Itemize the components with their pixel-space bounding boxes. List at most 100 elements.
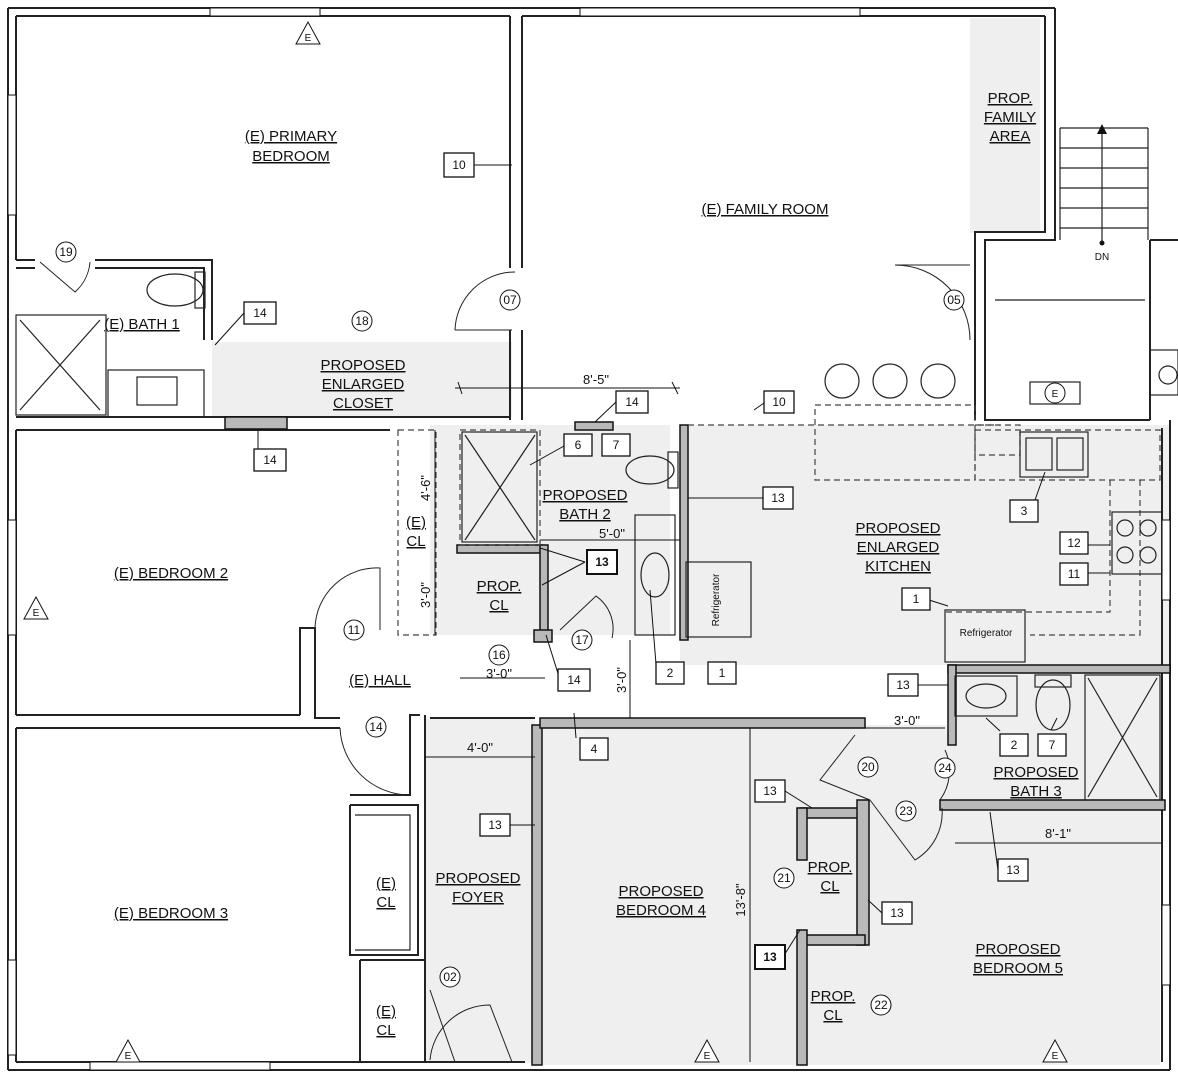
tag-12: 12 (1059, 531, 1089, 555)
room-bath2-2: BATH 2 (559, 506, 610, 523)
dim-5-0: 5'-0" (599, 526, 625, 541)
door-07: 07 (499, 289, 521, 311)
room-family-room: (E) FAMILY ROOM (702, 201, 829, 218)
room-bed4-cl-1: PROP. (808, 859, 853, 876)
tag-14-bath1: 14 (243, 301, 277, 325)
room-prop-cl-1: PROP. (477, 578, 522, 595)
room-bath1: (E) BATH 1 (104, 316, 180, 333)
room-bedroom5-1: PROPOSED (975, 941, 1060, 958)
dim-3-0-a: 3'-0" (418, 582, 433, 608)
dim-3-0-d: 3'-0" (894, 713, 920, 728)
room-foyer-closet1-1: (E) (376, 875, 396, 892)
room-bedroom3: (E) BEDROOM 3 (114, 905, 228, 922)
room-prop-cl-2: CL (489, 597, 508, 614)
tag-4: 4 (579, 737, 609, 761)
svg-text:05: 05 (947, 293, 961, 307)
tag-13-bold-bed4: 13 (754, 944, 786, 970)
tag-2-bath3: 2 (999, 733, 1029, 757)
tag-13-closet-top: 13 (754, 779, 786, 803)
svg-text:14: 14 (567, 673, 581, 687)
door-22: 22 (870, 994, 892, 1016)
tag-13-bed5-wall: 13 (997, 858, 1029, 882)
room-bath2-1: PROPOSED (542, 487, 627, 504)
svg-text:E: E (305, 33, 312, 44)
svg-text:13: 13 (763, 784, 777, 798)
room-kitchen-1: PROPOSED (855, 520, 940, 537)
dashed-lines (397, 404, 1161, 636)
elevation-markers: E E E E E E (23, 20, 1068, 1063)
room-foyer-closet2-1: (E) (376, 1003, 396, 1020)
door-18: 18 (351, 310, 373, 332)
svg-text:6: 6 (575, 438, 582, 452)
svg-text:18: 18 (355, 314, 369, 328)
refrigerator-horizontal-label: Refrigerator (960, 628, 1013, 639)
tag-boxes: 10 14 14 14 10 6 7 13 3 12 11 1 13 2 1 1… (243, 152, 1089, 970)
room-bedroom4-1: PROPOSED (618, 883, 703, 900)
tag-10-family-wall: 10 (443, 152, 475, 178)
elevation-marker-bed3: E (115, 1038, 141, 1063)
dim-8-1: 8'-1" (1045, 826, 1071, 841)
svg-text:11: 11 (1068, 567, 1081, 581)
room-hall-closet-1: (E) (406, 514, 426, 531)
proposed-walls (224, 416, 1171, 1066)
tag-10-kitchen: 10 (763, 390, 795, 414)
dim-4-6: 4'-6" (418, 475, 433, 501)
elevation-marker-bed4: E (694, 1038, 720, 1063)
elevation-marker-circle: E (1044, 382, 1066, 404)
svg-text:14: 14 (263, 453, 277, 467)
tag-13-bath2-wall: 13 (762, 486, 794, 510)
svg-text:22: 22 (874, 998, 888, 1012)
tag-1-kitchen: 1 (901, 587, 931, 611)
room-enlarged-closet-3: CLOSET (333, 395, 393, 412)
svg-text:07: 07 (503, 293, 517, 307)
svg-text:13: 13 (1006, 863, 1020, 877)
room-primary-bedroom-2: BEDROOM (252, 148, 330, 165)
svg-text:3: 3 (1021, 504, 1028, 518)
elevation-marker-top: E (295, 20, 321, 45)
door-14: 14 (365, 716, 387, 738)
svg-text:E: E (125, 1051, 132, 1062)
room-enlarged-closet-2: ENLARGED (322, 376, 405, 393)
room-bedroom2: (E) BEDROOM 2 (114, 565, 228, 582)
svg-text:17: 17 (575, 633, 589, 647)
dim-3-0-b: 3'-0" (486, 666, 512, 681)
door-23: 23 (895, 800, 917, 822)
tag-13-foyer: 13 (479, 813, 511, 837)
door-number-circles: 19 07 18 05 11 16 17 14 20 24 23 21 22 0… (55, 241, 965, 1016)
svg-text:7: 7 (613, 438, 620, 452)
tag-13-bold-closet: 13 (586, 549, 618, 575)
door-swings (39, 261, 971, 1063)
svg-text:13: 13 (595, 555, 609, 569)
room-hall-closet-2: CL (406, 533, 425, 550)
svg-text:E: E (704, 1051, 711, 1062)
elevation-marker-bed5: E (1042, 1038, 1068, 1063)
svg-text:19: 19 (59, 245, 73, 259)
room-hall: (E) HALL (349, 672, 411, 689)
dim-4-0: 4'-0" (467, 740, 493, 755)
svg-text:13: 13 (896, 678, 910, 692)
svg-text:23: 23 (899, 804, 913, 818)
room-foyer-closet1-2: CL (376, 894, 395, 911)
svg-text:21: 21 (777, 871, 791, 885)
tag-14-hall: 14 (557, 668, 591, 692)
stairs-down-label: DN (1095, 252, 1109, 263)
svg-text:10: 10 (772, 395, 786, 409)
svg-text:E: E (33, 608, 40, 619)
room-primary-bedroom-1: (E) PRIMARY (245, 128, 337, 145)
svg-text:4: 4 (591, 742, 598, 756)
svg-text:13: 13 (890, 906, 904, 920)
tag-1-fridge: 1 (707, 661, 737, 685)
room-family-area-2: FAMILY (984, 109, 1036, 126)
svg-text:13: 13 (771, 491, 785, 505)
room-family-area-1: PROP. (988, 90, 1033, 107)
dim-3-0-c: 3'-0" (614, 667, 629, 693)
svg-text:13: 13 (763, 950, 777, 964)
elevation-marker-left: E (23, 595, 49, 620)
room-bed4-cl-2: CL (820, 878, 839, 895)
tag-13-bath3: 13 (887, 673, 919, 697)
svg-text:E: E (1052, 389, 1059, 400)
room-bed5-cl-1: PROP. (811, 988, 856, 1005)
svg-text:16: 16 (492, 648, 506, 662)
fixtures (15, 271, 1178, 801)
